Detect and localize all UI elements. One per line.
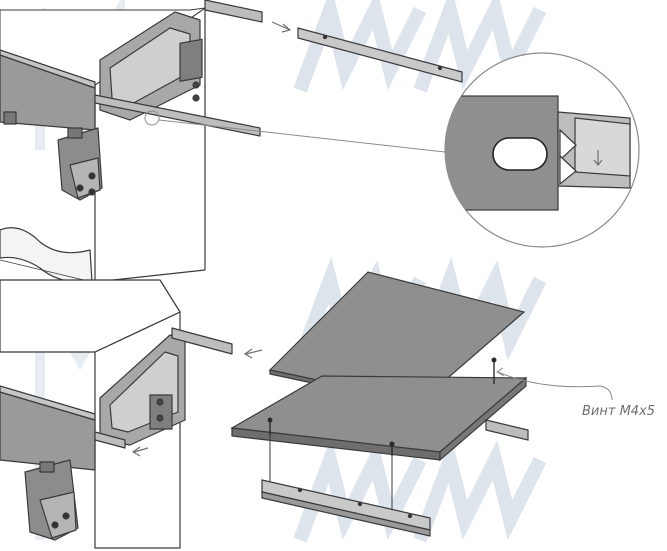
cabinet-top-edge-2 bbox=[0, 279, 181, 353]
side-rail-short bbox=[485, 419, 529, 441]
separate-slide-rail-2 bbox=[261, 479, 431, 537]
inner-rail-2 bbox=[94, 431, 126, 449]
arrow-icon bbox=[131, 348, 263, 457]
screw-label: Винт М4х5 bbox=[582, 404, 656, 419]
screw-leader bbox=[496, 367, 613, 401]
front-wavy-panel bbox=[0, 227, 93, 284]
callout-leader bbox=[144, 110, 446, 153]
slot-hole bbox=[492, 137, 548, 171]
bottom-cabinet bbox=[0, 279, 233, 549]
separate-slide-rail bbox=[297, 27, 463, 83]
lower-shelf-panel bbox=[230, 375, 528, 462]
top-cabinet bbox=[0, 0, 263, 284]
magnifier-callout bbox=[444, 52, 640, 248]
alignment-lines bbox=[269, 436, 393, 512]
arrow-icon bbox=[271, 21, 292, 33]
screw-icon bbox=[267, 357, 497, 456]
